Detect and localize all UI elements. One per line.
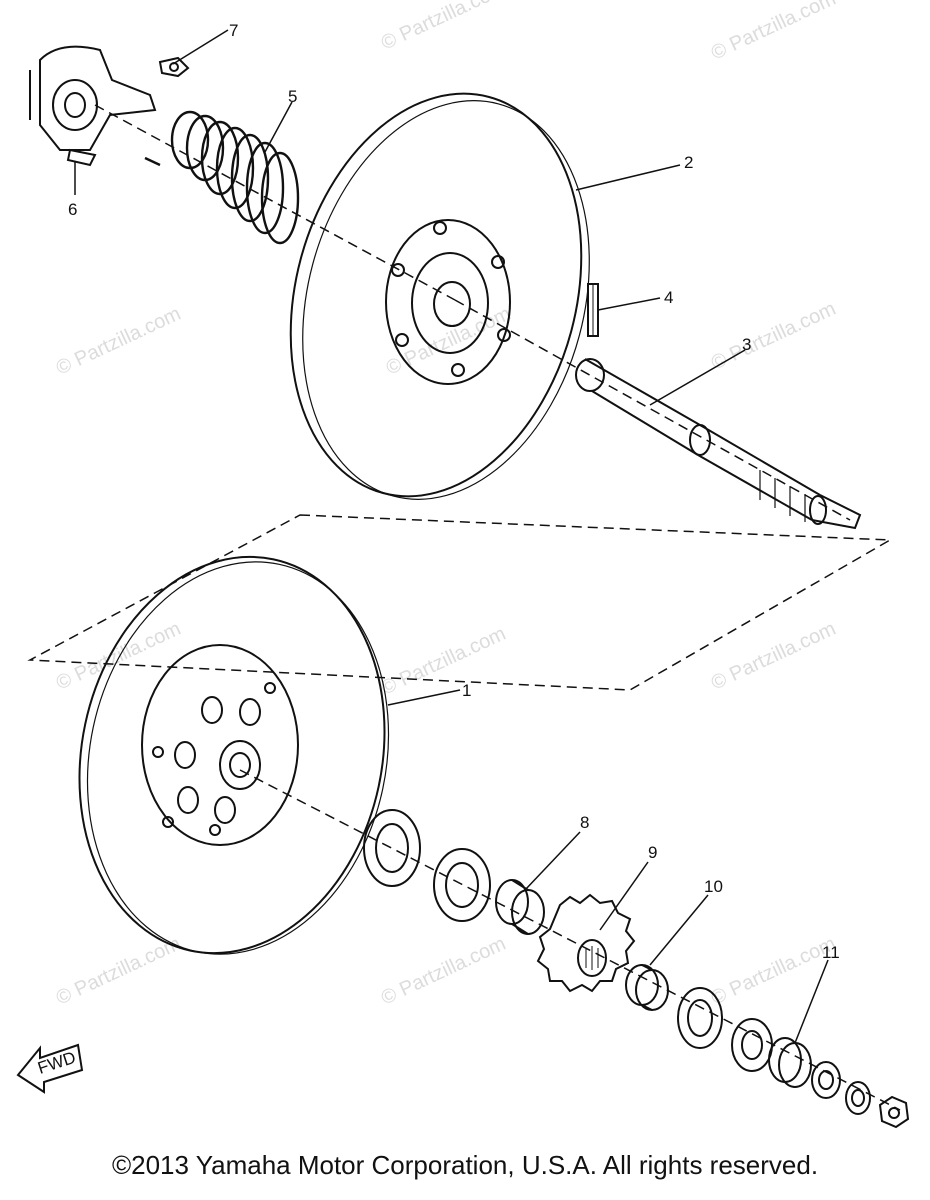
callout-number: 10: [704, 877, 723, 896]
watermark: © Partzilla.com: [378, 623, 509, 700]
lower-sheave-part: [78, 555, 390, 955]
callout-number: 9: [648, 843, 657, 862]
copyright-footer: ©2013 Yamaha Motor Corporation, U.S.A. A…: [111, 1150, 819, 1180]
fwd-arrow-icon: [16, 1043, 84, 1094]
callout-number: 6: [68, 200, 77, 219]
shaft-part: [575, 358, 862, 530]
spacer-part: [625, 964, 669, 1011]
bearing-part: [433, 848, 491, 922]
key-part: [587, 283, 599, 337]
assembly-lines: [27, 104, 901, 1111]
washer-part: [811, 1061, 841, 1099]
watermark: © Partzilla.com: [53, 933, 184, 1010]
washer-part: [731, 1018, 773, 1072]
bearing-part: [363, 809, 421, 887]
upper-sheave-part: [289, 92, 590, 500]
callout-number: 4: [664, 288, 673, 307]
watermark: © Partzilla.com: [708, 298, 839, 375]
watermark: © Partzilla.com: [378, 0, 509, 55]
collar-part: [495, 879, 545, 935]
cam-holder-part: [29, 45, 157, 167]
watermark: © Partzilla.com: [708, 618, 839, 695]
nut-part: [878, 1095, 910, 1129]
sprocket-part: [536, 893, 636, 993]
watermark: © Partzilla.com: [53, 618, 184, 695]
callout-number: 5: [288, 87, 297, 106]
callout-number: 11: [822, 943, 840, 962]
watermark: © Partzilla.com: [383, 303, 514, 380]
callout-number: 2: [684, 153, 693, 172]
watermarks: © Partzilla.com © Partzilla.com © Partzi…: [53, 0, 839, 1010]
bearing-part: [677, 987, 723, 1049]
callout-number: 1: [462, 681, 471, 700]
callout-number: 8: [580, 813, 589, 832]
callout-labels: 7 5 2 6 4 3 1 8 9 10 11 FWD: [35, 21, 839, 1078]
watermark: © Partzilla.com: [708, 933, 839, 1010]
watermark: © Partzilla.com: [53, 303, 184, 380]
watermark: © Partzilla.com: [378, 933, 509, 1010]
spring-part: [144, 110, 300, 245]
callout-number: 3: [742, 335, 751, 354]
pin-part: [158, 56, 190, 78]
callout-number: 7: [229, 21, 238, 40]
leader-lines: [74, 29, 829, 1044]
washer-part: [845, 1081, 871, 1115]
watermark: © Partzilla.com: [708, 0, 839, 65]
